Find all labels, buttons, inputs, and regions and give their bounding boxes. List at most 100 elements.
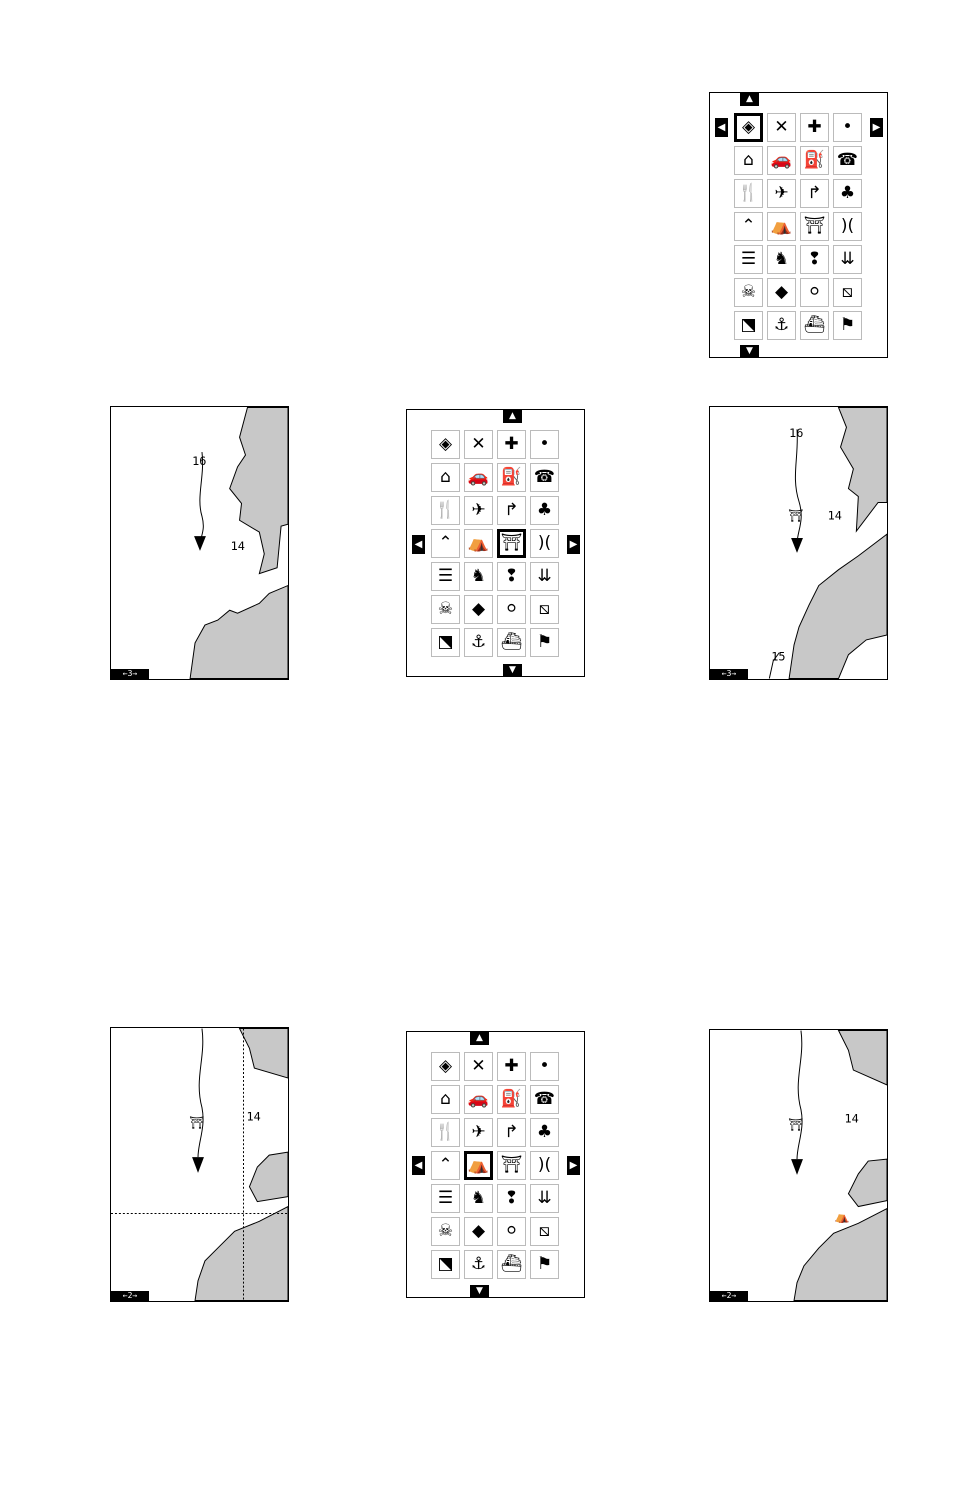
fuel-pump-icon[interactable]: ⛽ (497, 1085, 526, 1114)
dive-flag-icon[interactable]: ⧅ (530, 1217, 559, 1246)
house-icon[interactable]: ⌂ (431, 1085, 460, 1114)
map-canvas[interactable]: 16 14 (111, 407, 288, 679)
turn-arrow-icon[interactable]: ↱ (497, 496, 526, 525)
scroll-right-arrow-icon[interactable]: ▶ (567, 535, 580, 554)
flag-icon[interactable]: ⚑ (833, 311, 862, 340)
car-icon[interactable]: 🚗 (464, 1085, 493, 1114)
dot-icon[interactable]: • (530, 1052, 559, 1081)
boat-icon[interactable]: ⛴ (800, 311, 829, 340)
x-mark-icon[interactable]: ✕ (767, 113, 796, 142)
tent-icon[interactable]: ⛺ (464, 529, 493, 558)
medical-cross-icon[interactable]: ✚ (497, 430, 526, 459)
map-canvas[interactable]: ⛩ 14 (111, 1028, 288, 1301)
dot-icon[interactable]: • (833, 113, 862, 142)
airplane-icon[interactable]: ✈ (767, 179, 796, 208)
flag-icon[interactable]: ⚑ (530, 1250, 559, 1279)
map-screen-picnic[interactable]: ⛩ 16 14 15 ←3→ (709, 406, 888, 680)
tent-icon[interactable]: ⛺ (767, 212, 796, 241)
picnic-table-icon[interactable]: ⛩ (800, 212, 829, 241)
dive-flag-icon[interactable]: ⧅ (530, 595, 559, 624)
fish-school-icon[interactable]: ⚪ (497, 595, 526, 624)
boat-icon[interactable]: ⛴ (497, 1250, 526, 1279)
phone-icon[interactable]: ☎ (833, 146, 862, 175)
fish-icon[interactable]: ◆ (464, 595, 493, 624)
dot-icon[interactable]: • (530, 430, 559, 459)
turn-arrow-icon[interactable]: ↱ (800, 179, 829, 208)
chevron-up-icon[interactable]: ⌃ (431, 1151, 460, 1180)
tree-icon[interactable]: ♣ (833, 179, 862, 208)
fish-icon[interactable]: ◆ (464, 1217, 493, 1246)
footprints-icon[interactable]: ❢ (497, 1184, 526, 1213)
diamond-waypoint-icon[interactable]: ◈ (431, 430, 460, 459)
scroll-left-arrow-icon[interactable]: ◀ (715, 118, 728, 137)
anchor-icon[interactable]: ⚓ (464, 1250, 493, 1279)
map-screen-trail[interactable]: 16 14 ←3→ (110, 406, 289, 680)
scroll-right-arrow-icon[interactable]: ▶ (870, 118, 883, 137)
map-screen-cursor[interactable]: ⛩ 14 ←2→ (110, 1027, 289, 1302)
fish-school-icon[interactable]: ⚪ (800, 278, 829, 307)
picnic-table-icon[interactable]: ⛩ (497, 1151, 526, 1180)
dive-flag-icon[interactable]: ⧅ (833, 278, 862, 307)
skull-crossbones-icon[interactable]: ☠ (431, 1217, 460, 1246)
ladder-icon[interactable]: ☰ (734, 245, 763, 274)
map-canvas[interactable]: ⛩ 16 14 15 (710, 407, 887, 679)
scroll-left-arrow-icon[interactable]: ◀ (412, 1156, 425, 1175)
airplane-icon[interactable]: ✈ (464, 1118, 493, 1147)
deer-icon[interactable]: ♞ (767, 245, 796, 274)
fish-school-icon[interactable]: ⚪ (497, 1217, 526, 1246)
restaurant-icon[interactable]: 🍴 (431, 1118, 460, 1147)
phone-icon[interactable]: ☎ (530, 1085, 559, 1114)
scroll-up-arrow-icon[interactable]: ▲ (470, 1032, 489, 1045)
scroll-down-arrow-icon[interactable]: ▼ (470, 1285, 489, 1298)
bridge-icon[interactable]: )( (530, 1151, 559, 1180)
diamond-waypoint-icon[interactable]: ◈ (734, 113, 763, 142)
shipwreck-icon[interactable]: ⬔ (734, 311, 763, 340)
scroll-down-arrow-icon[interactable]: ▼ (503, 664, 522, 677)
bridge-icon[interactable]: )( (530, 529, 559, 558)
fish-icon[interactable]: ◆ (767, 278, 796, 307)
tree-icon[interactable]: ♣ (530, 1118, 559, 1147)
boat-icon[interactable]: ⛴ (497, 628, 526, 657)
phone-icon[interactable]: ☎ (530, 463, 559, 492)
duck-tracks-icon[interactable]: ⇊ (530, 1184, 559, 1213)
shipwreck-icon[interactable]: ⬔ (431, 1250, 460, 1279)
chevron-up-icon[interactable]: ⌃ (734, 212, 763, 241)
house-icon[interactable]: ⌂ (734, 146, 763, 175)
car-icon[interactable]: 🚗 (464, 463, 493, 492)
tent-icon[interactable]: ⛺ (464, 1151, 493, 1180)
picnic-table-icon[interactable]: ⛩ (497, 529, 526, 558)
x-mark-icon[interactable]: ✕ (464, 1052, 493, 1081)
map-screen-tent[interactable]: ⛩ 14 ⛺ ←2→ (709, 1029, 888, 1302)
skull-crossbones-icon[interactable]: ☠ (734, 278, 763, 307)
anchor-icon[interactable]: ⚓ (464, 628, 493, 657)
map-canvas[interactable]: ⛩ 14 ⛺ (710, 1030, 887, 1301)
scroll-up-arrow-icon[interactable]: ▲ (503, 410, 522, 423)
airplane-icon[interactable]: ✈ (464, 496, 493, 525)
flag-icon[interactable]: ⚑ (530, 628, 559, 657)
tree-icon[interactable]: ♣ (530, 496, 559, 525)
skull-crossbones-icon[interactable]: ☠ (431, 595, 460, 624)
scroll-up-arrow-icon[interactable]: ▲ (740, 93, 759, 106)
diamond-waypoint-icon[interactable]: ◈ (431, 1052, 460, 1081)
house-icon[interactable]: ⌂ (431, 463, 460, 492)
medical-cross-icon[interactable]: ✚ (497, 1052, 526, 1081)
bridge-icon[interactable]: )( (833, 212, 862, 241)
scroll-left-arrow-icon[interactable]: ◀ (412, 535, 425, 554)
fuel-pump-icon[interactable]: ⛽ (497, 463, 526, 492)
duck-tracks-icon[interactable]: ⇊ (530, 562, 559, 591)
scroll-right-arrow-icon[interactable]: ▶ (567, 1156, 580, 1175)
chevron-up-icon[interactable]: ⌃ (431, 529, 460, 558)
deer-icon[interactable]: ♞ (464, 1184, 493, 1213)
x-mark-icon[interactable]: ✕ (464, 430, 493, 459)
deer-icon[interactable]: ♞ (464, 562, 493, 591)
duck-tracks-icon[interactable]: ⇊ (833, 245, 862, 274)
anchor-icon[interactable]: ⚓ (767, 311, 796, 340)
restaurant-icon[interactable]: 🍴 (734, 179, 763, 208)
shipwreck-icon[interactable]: ⬔ (431, 628, 460, 657)
car-icon[interactable]: 🚗 (767, 146, 796, 175)
ladder-icon[interactable]: ☰ (431, 562, 460, 591)
medical-cross-icon[interactable]: ✚ (800, 113, 829, 142)
scroll-down-arrow-icon[interactable]: ▼ (740, 345, 759, 358)
fuel-pump-icon[interactable]: ⛽ (800, 146, 829, 175)
footprints-icon[interactable]: ❢ (497, 562, 526, 591)
